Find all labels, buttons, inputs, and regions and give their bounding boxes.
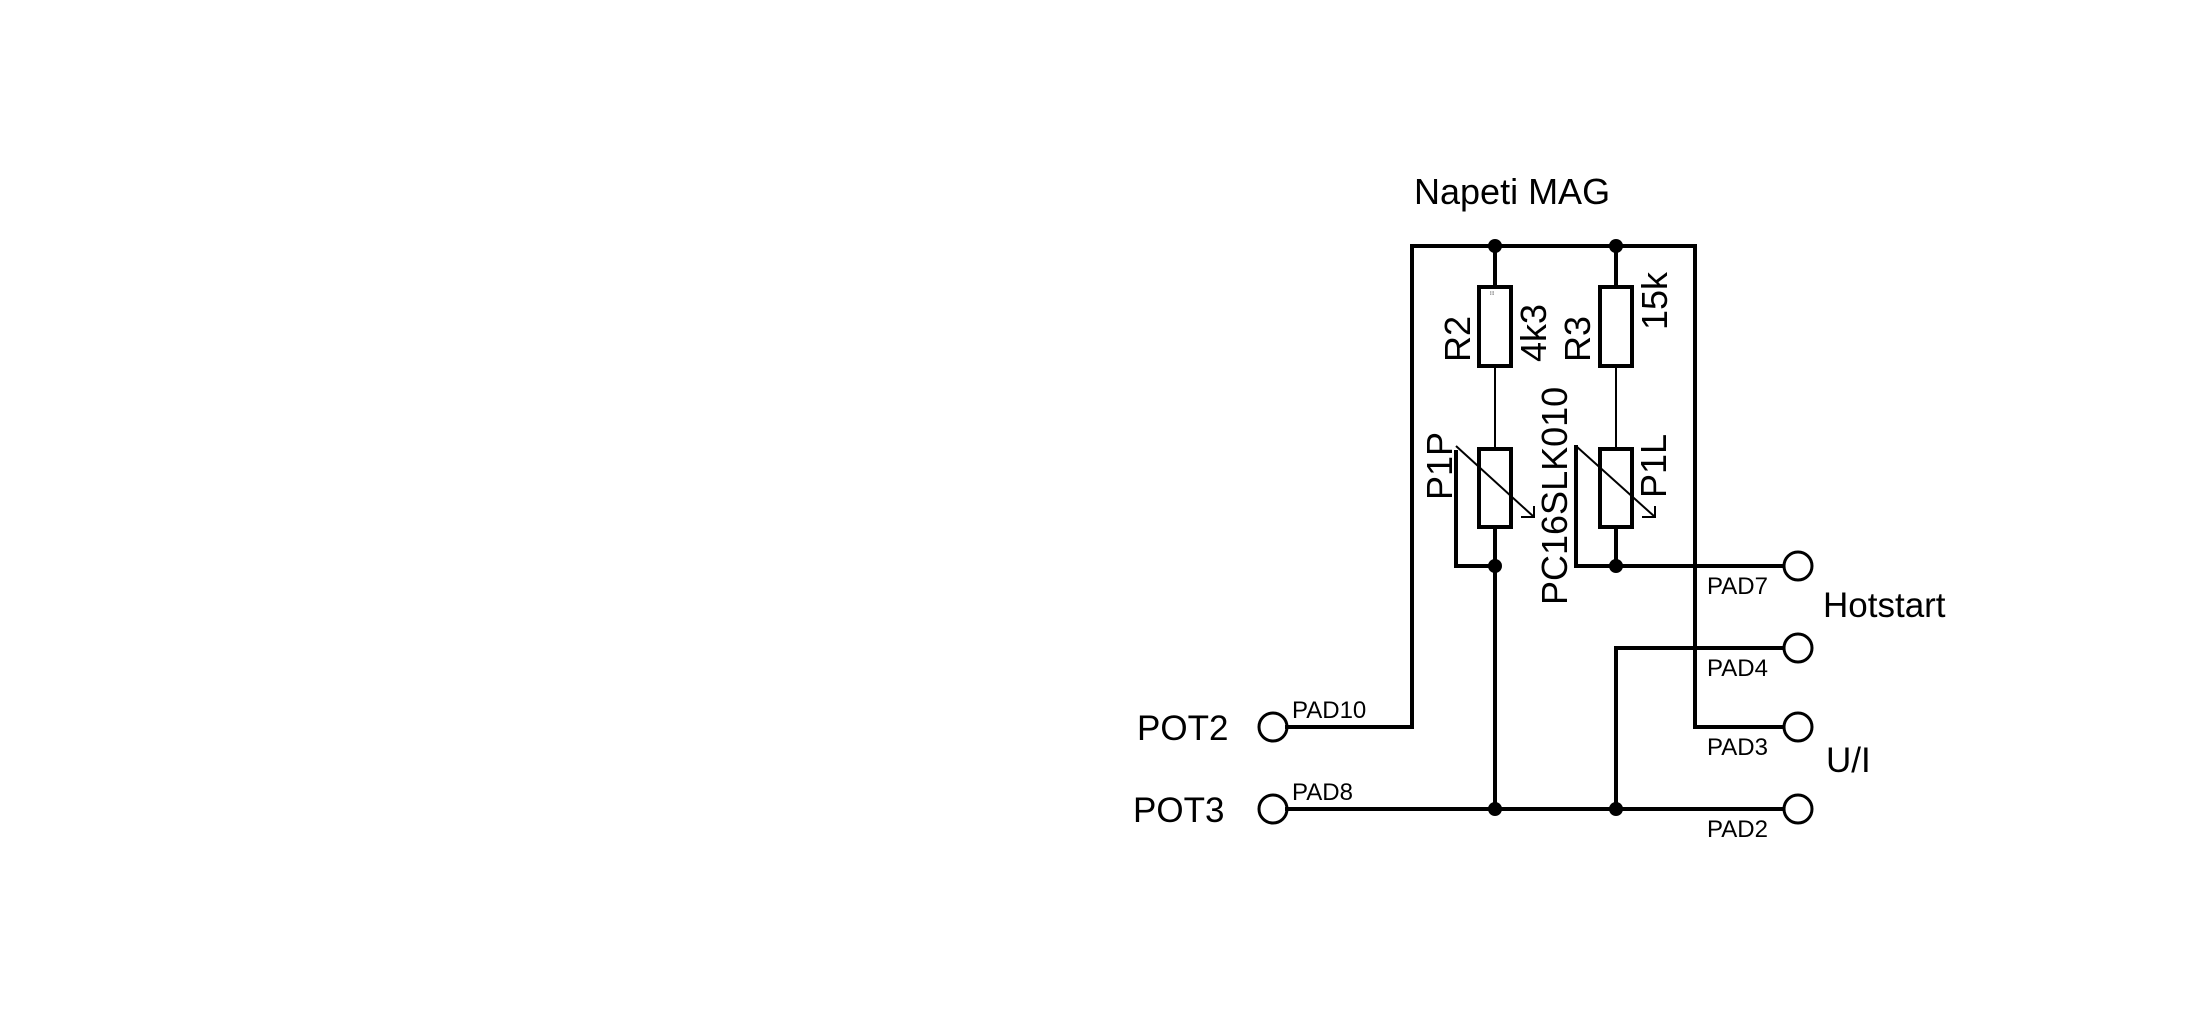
pad3-circle xyxy=(1782,711,1814,743)
junctions xyxy=(1488,239,1623,816)
net-label: Napeti MAG xyxy=(1414,171,1610,212)
pad-pad8: PAD8 xyxy=(1257,779,1353,825)
wires xyxy=(1318,244,1747,811)
pad8-label: PAD8 xyxy=(1292,779,1353,806)
pad2-circle xyxy=(1782,793,1814,825)
p1p-ref: P1P xyxy=(1419,432,1460,500)
connector-hotstart: Hotstart xyxy=(1823,586,1946,625)
pad3-label: PAD3 xyxy=(1707,734,1768,761)
junction-pot3-p1p xyxy=(1488,802,1502,816)
connector-pot2: POT2 xyxy=(1137,709,1228,748)
pad7-label: PAD7 xyxy=(1707,573,1768,600)
p1p-value: PC16SLK010 xyxy=(1534,387,1575,605)
pad4-label: PAD4 xyxy=(1707,655,1768,682)
svg-text:⁞⁞⁞: ⁞⁞⁞ xyxy=(1490,291,1494,297)
r3-body xyxy=(1598,285,1634,368)
junction-p1p xyxy=(1488,559,1502,573)
wire-p1l-wiper xyxy=(1574,445,1618,568)
junction-pot3-pad4 xyxy=(1609,802,1623,816)
r3-value: 15k xyxy=(1634,271,1675,330)
p1l-arrowhead-icon xyxy=(1642,506,1656,518)
wire-pad4 xyxy=(1614,646,1747,811)
p1l-body xyxy=(1598,447,1634,529)
r2-value: 4k3 xyxy=(1513,304,1554,362)
p1p-arrow-icon xyxy=(1455,445,1535,518)
p1l-arrow-icon xyxy=(1575,445,1656,518)
junction-top-r3 xyxy=(1609,239,1623,253)
resistor-r3: R3 15k xyxy=(1557,271,1675,368)
connector-ui: U/I xyxy=(1826,741,1871,780)
pad7-circle xyxy=(1782,550,1814,582)
resistor-r2: ⁞⁞⁞ R2 4k3 xyxy=(1437,285,1554,368)
wire-right-rail xyxy=(1693,244,1747,729)
pad4-circle xyxy=(1782,632,1814,664)
pad-pad4: PAD4 xyxy=(1707,632,1814,682)
r2-body xyxy=(1477,285,1513,368)
pad10-label: PAD10 xyxy=(1292,697,1366,724)
pad-pad2: PAD2 xyxy=(1707,793,1814,843)
pad-pad3: PAD3 xyxy=(1707,711,1814,761)
p1p-body xyxy=(1477,447,1513,529)
trimmer-p1l: P1L xyxy=(1575,434,1674,529)
trimmer-p1p: P1P PC16SLK010 xyxy=(1419,387,1575,605)
r2-ref: R2 xyxy=(1437,316,1478,362)
junction-p1l xyxy=(1609,559,1623,573)
pad-pad7: PAD7 xyxy=(1707,550,1814,600)
pad8-circle xyxy=(1257,793,1289,825)
wire-p1p-wiper xyxy=(1454,450,1497,568)
p1l-ref: P1L xyxy=(1633,434,1674,498)
wire-left-rail xyxy=(1318,244,1414,729)
pad-pad10: PAD10 xyxy=(1257,697,1366,743)
junction-top-r2 xyxy=(1488,239,1502,253)
p1p-arrowhead-icon xyxy=(1521,506,1535,518)
pad2-label: PAD2 xyxy=(1707,816,1768,843)
r3-ref: R3 xyxy=(1557,316,1598,362)
connector-pot3: POT3 xyxy=(1133,791,1224,830)
pad10-circle xyxy=(1257,711,1289,743)
